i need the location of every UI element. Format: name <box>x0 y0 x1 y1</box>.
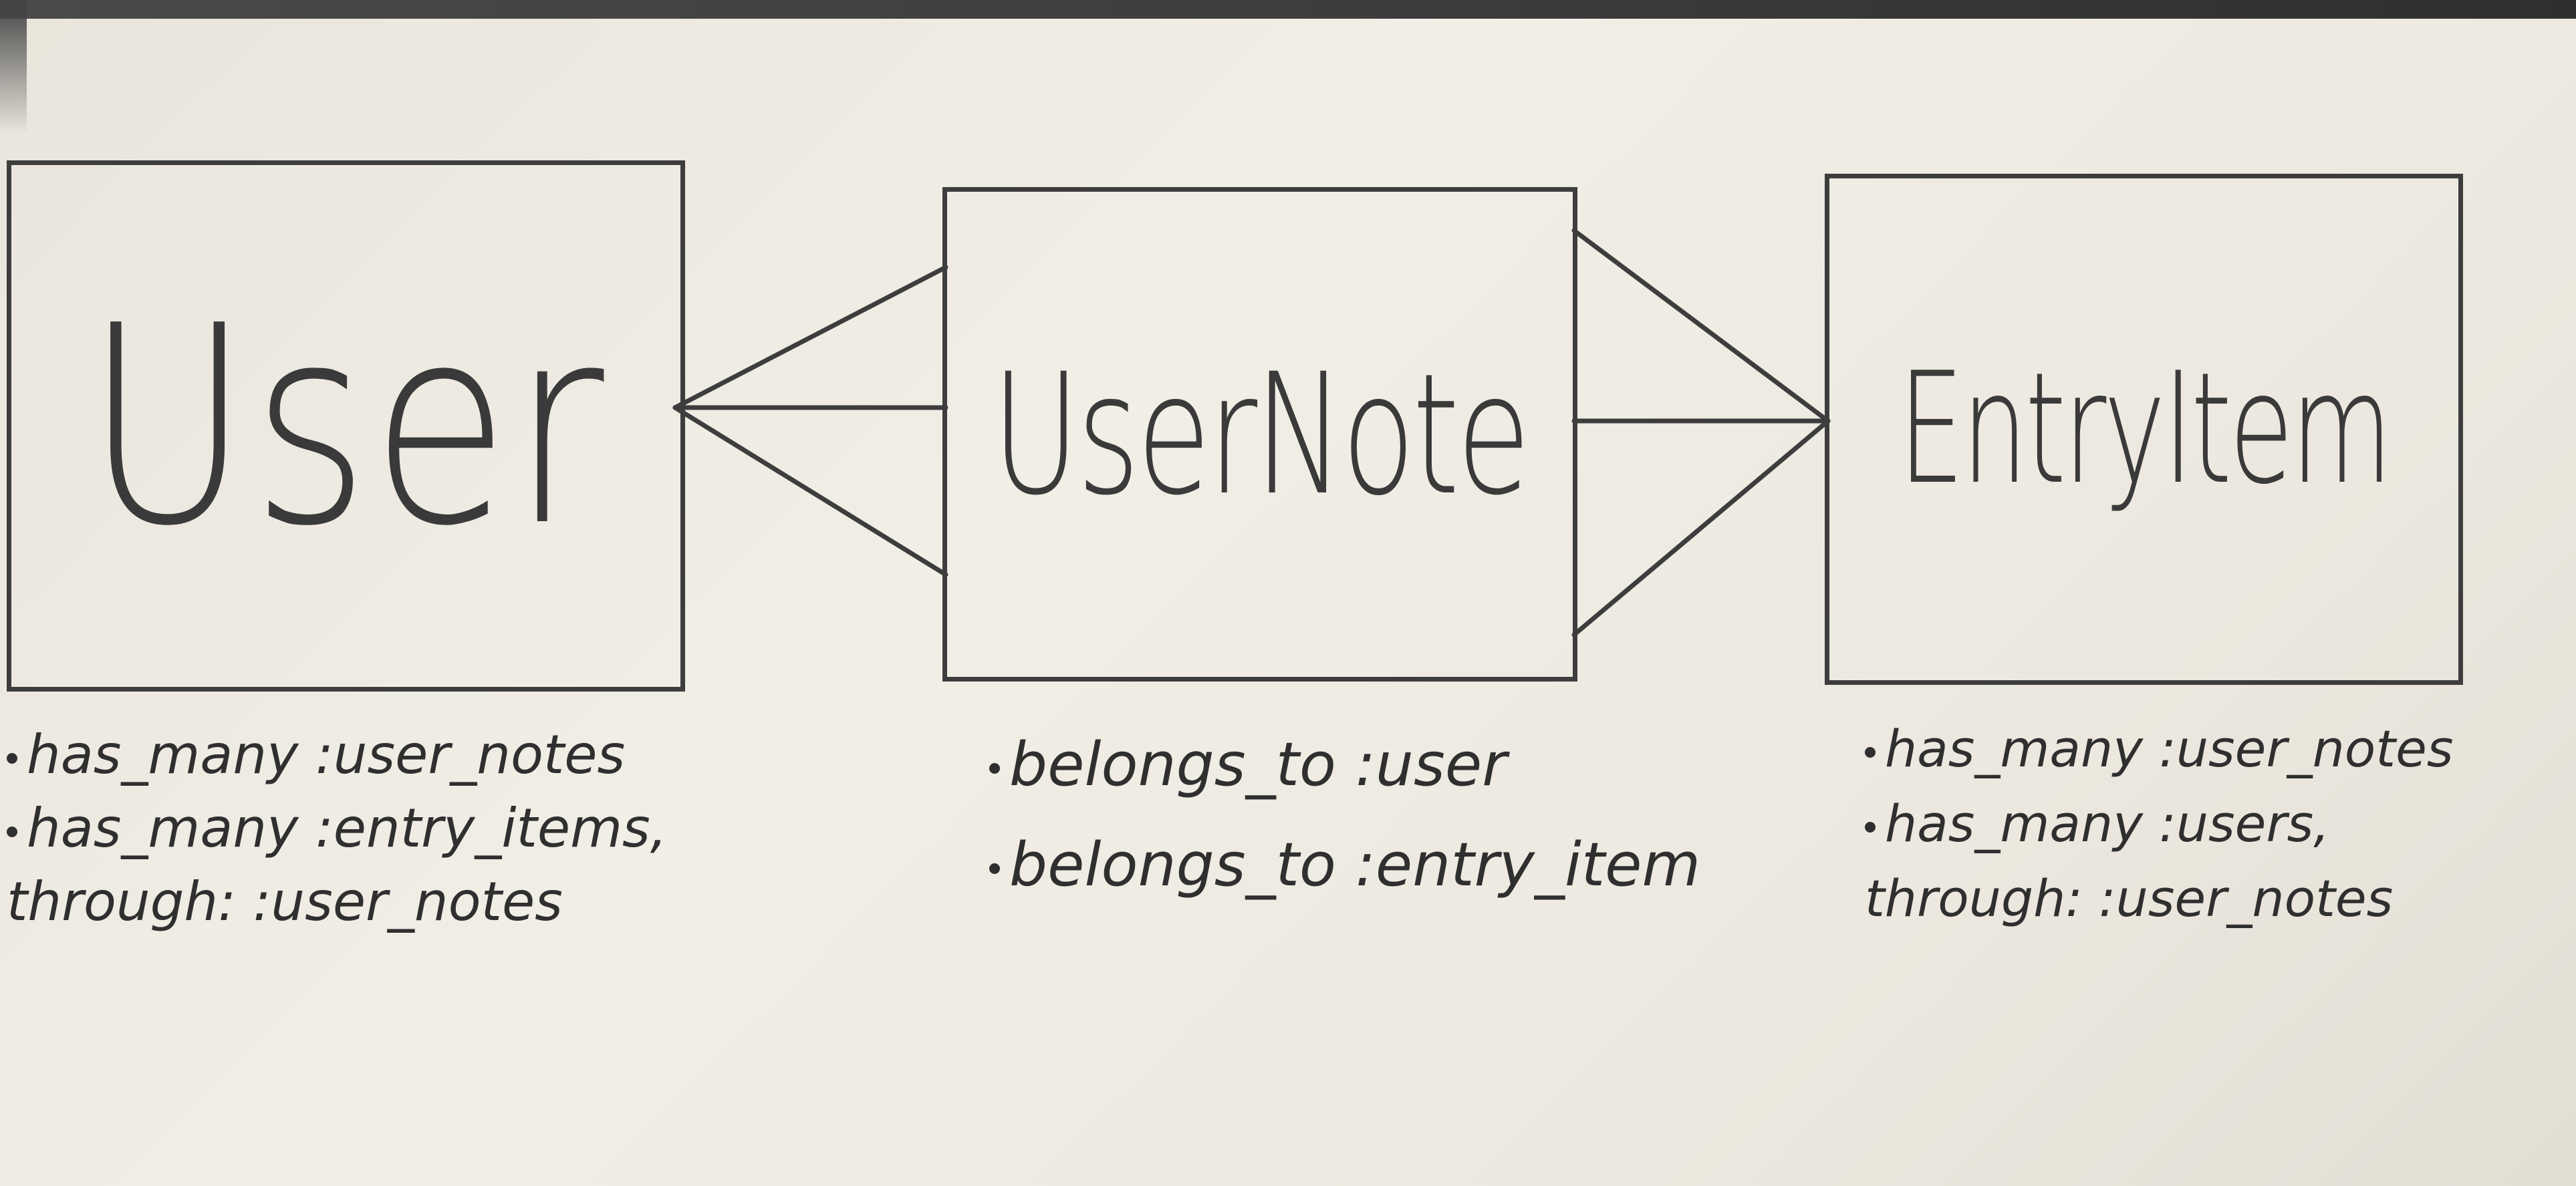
bullet-icon <box>989 863 1000 875</box>
bullet-icon <box>989 763 1000 774</box>
association-text: has_many :user_notes <box>27 724 626 786</box>
background-surface <box>0 0 2576 19</box>
association-text: belongs_to :entry_item <box>1009 830 1701 900</box>
association-continuation: through: :user_notes <box>1865 869 2394 928</box>
entry-to-usernote-line-bottom <box>1571 418 1831 637</box>
association-text: has_many :users, <box>1885 794 2330 853</box>
user-association-item: has_many :entry_items, through: :user_no… <box>7 792 667 939</box>
background-shadow <box>0 0 27 134</box>
user-entity-name: User <box>85 266 607 586</box>
entry-item-association-item: has_many :user_notes <box>1865 712 2453 786</box>
bullet-icon <box>7 827 17 838</box>
association-text: belongs_to :user <box>1009 730 1507 800</box>
entry-item-entity-box: EntryItem <box>1825 174 2463 685</box>
user-to-usernote-line-top <box>672 265 948 410</box>
user-to-usernote-line-bottom <box>672 405 948 577</box>
entry-to-usernote-line-top <box>1571 228 1831 424</box>
association-text: has_many :entry_items, <box>27 797 668 859</box>
bullet-icon <box>7 753 17 764</box>
user-entity-box: User <box>7 160 685 692</box>
user-note-entity-box: UserNote <box>942 187 1577 682</box>
user-note-associations: belongs_to :user belongs_to :entry_item <box>989 715 1700 915</box>
entry-item-association-item: has_many :users, through: :user_notes <box>1865 786 2453 936</box>
user-associations: has_many :user_notes has_many :entry_ite… <box>7 718 667 939</box>
entry-item-entity-name: EntryItem <box>1898 340 2393 518</box>
user-note-association-item: belongs_to :entry_item <box>989 815 1700 915</box>
bullet-icon <box>1865 747 1876 758</box>
entry-item-associations: has_many :user_notes has_many :users, th… <box>1865 712 2453 936</box>
user-note-association-item: belongs_to :user <box>989 715 1700 815</box>
bullet-icon <box>1865 822 1876 833</box>
user-association-item: has_many :user_notes <box>7 718 667 792</box>
association-text: has_many :user_notes <box>1885 719 2454 778</box>
user-note-entity-name: UserNote <box>992 337 1531 532</box>
association-continuation: through: :user_notes <box>7 871 563 933</box>
